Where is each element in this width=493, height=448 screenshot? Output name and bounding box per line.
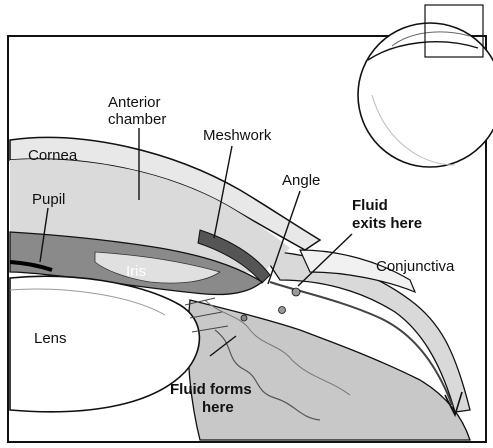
fluid-droplet <box>292 288 300 296</box>
meshwork-label: Meshwork <box>203 127 272 144</box>
fluid-exits-label-2: exits here <box>352 215 422 232</box>
conjunctiva-label: Conjunctiva <box>376 258 455 275</box>
fluid-forms-label-1: Fluid forms <box>170 381 252 398</box>
iris-label: Iris <box>126 263 146 280</box>
cornea-label: Cornea <box>28 147 78 164</box>
fluid-droplet <box>279 307 286 314</box>
lens-label: Lens <box>34 330 67 347</box>
pupil-label: Pupil <box>32 191 65 208</box>
fluid-exits-label-1: Fluid <box>352 197 388 214</box>
anterior-chamber-label-2: chamber <box>108 111 166 128</box>
inset-eye <box>358 5 493 167</box>
angle-label: Angle <box>282 172 320 189</box>
anterior-chamber-label-1: Anterior <box>108 94 161 111</box>
fluid-droplet <box>241 315 247 321</box>
fluid-forms-label-2: here <box>202 399 234 416</box>
